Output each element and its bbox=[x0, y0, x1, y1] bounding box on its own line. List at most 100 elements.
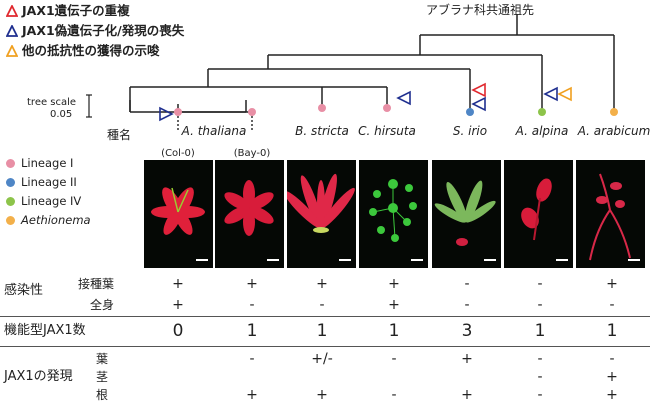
cell: + bbox=[316, 276, 328, 292]
cell: + bbox=[606, 369, 618, 385]
species-header: 種名 bbox=[107, 128, 132, 142]
legend-label: JAX1偽遺伝子化/発現の喪失 bbox=[22, 23, 185, 38]
plant-photo-bay0 bbox=[215, 160, 284, 268]
tip-athaliana-bay bbox=[248, 108, 256, 116]
expression-leaf-label: 葉 bbox=[96, 352, 109, 366]
cell: + bbox=[461, 387, 473, 403]
cell: + bbox=[246, 276, 258, 292]
cell: - bbox=[537, 369, 543, 385]
cell: 1 bbox=[606, 321, 618, 341]
species-bstricta: B. stricta bbox=[295, 124, 349, 138]
legend-duplication: JAX1遺伝子の重複 bbox=[5, 3, 130, 19]
plant-photo-sirio bbox=[432, 160, 501, 268]
plant-photo-aalpina bbox=[504, 160, 573, 268]
cell: + bbox=[461, 351, 473, 367]
cell: - bbox=[609, 297, 615, 313]
lineage-item: Aethionema bbox=[6, 213, 91, 227]
pseudogene-triangle-icon bbox=[396, 90, 411, 106]
phylogenetic-tree bbox=[129, 14, 618, 130]
other-resistance-triangle-icon bbox=[557, 86, 572, 102]
cell: 1 bbox=[246, 321, 258, 341]
cell: + bbox=[172, 297, 184, 313]
orange-triangle-icon bbox=[5, 43, 19, 57]
plant-photo-col0 bbox=[144, 160, 213, 268]
cell: - bbox=[537, 387, 543, 403]
duplication-triangle-icon bbox=[471, 82, 486, 98]
lineage-dot bbox=[6, 197, 15, 206]
tree-scale-value: 0.05 bbox=[50, 109, 73, 120]
expression-root-label: 根 bbox=[96, 388, 109, 402]
cell: - bbox=[249, 297, 255, 313]
tip-sirio bbox=[466, 108, 474, 116]
cell: - bbox=[391, 351, 397, 367]
tip-athaliana-col bbox=[174, 108, 182, 116]
expression-stem-label: 茎 bbox=[96, 370, 109, 384]
accession-bay0: (Bay-0) bbox=[233, 148, 271, 159]
cell: 1 bbox=[316, 321, 328, 341]
lineage-item: Lineage I bbox=[6, 156, 73, 170]
plant-photo-chirsuta bbox=[359, 160, 428, 268]
species-sirio: S. irio bbox=[452, 124, 488, 138]
cell: 0 bbox=[172, 321, 184, 341]
cell: - bbox=[319, 297, 325, 313]
systemic-label: 全身 bbox=[90, 298, 115, 312]
expression-label: JAX1の発現 bbox=[4, 369, 73, 384]
cell: + bbox=[388, 297, 400, 313]
species-chirsuta: C. hirsuta bbox=[358, 124, 416, 138]
row-divider bbox=[0, 346, 650, 347]
tip-aarabicum bbox=[610, 108, 618, 116]
lineage-label: Aethionema bbox=[21, 213, 91, 227]
blue-triangle-icon bbox=[5, 23, 19, 37]
row-divider bbox=[0, 316, 650, 317]
tree-scale-bar bbox=[86, 94, 92, 118]
legend-other-resistance: 他の抵抗性の獲得の示唆 bbox=[5, 43, 160, 59]
cell: - bbox=[464, 276, 470, 292]
plant-photo-aarabicum bbox=[576, 160, 645, 268]
cell: - bbox=[537, 276, 543, 292]
cell: + bbox=[606, 276, 618, 292]
lineage-label: Lineage II bbox=[21, 175, 77, 189]
cell: - bbox=[464, 297, 470, 313]
cell: + bbox=[246, 387, 258, 403]
lineage-dot bbox=[6, 159, 15, 168]
cell: - bbox=[537, 297, 543, 313]
tree-scale-label: tree scale bbox=[27, 97, 77, 108]
pseudogene-triangle-icon bbox=[471, 96, 486, 112]
lineage-item: Lineage IV bbox=[6, 194, 81, 208]
lineage-label: Lineage IV bbox=[21, 194, 82, 208]
legend-label: 他の抵抗性の獲得の示唆 bbox=[22, 43, 160, 58]
tip-chirsuta bbox=[383, 104, 391, 112]
cell: + bbox=[388, 276, 400, 292]
red-triangle-icon bbox=[5, 3, 19, 17]
cell: + bbox=[606, 387, 618, 403]
pseudogene-triangle-icon bbox=[543, 86, 558, 102]
lineage-dot bbox=[6, 178, 15, 187]
cell: - bbox=[391, 387, 397, 403]
cell: +/- bbox=[311, 351, 333, 367]
inoculated-leaf-label: 接種葉 bbox=[78, 277, 115, 291]
cell: - bbox=[609, 351, 615, 367]
cell: + bbox=[316, 387, 328, 403]
species-aalpina: A. alpina bbox=[515, 124, 569, 138]
plant-photo-bstricta bbox=[287, 160, 356, 268]
lineage-label: Lineage I bbox=[21, 156, 74, 170]
accession-col0: (Col-0) bbox=[161, 148, 195, 159]
lineage-item: Lineage II bbox=[6, 175, 77, 189]
species-athaliana: A. thaliana bbox=[181, 124, 247, 138]
cell: 1 bbox=[388, 321, 400, 341]
cell: - bbox=[249, 351, 255, 367]
legend-pseudogene: JAX1偽遺伝子化/発現の喪失 bbox=[5, 23, 185, 39]
legend-label: JAX1遺伝子の重複 bbox=[22, 3, 130, 18]
infection-label: 感染性 bbox=[4, 283, 44, 298]
cell: 1 bbox=[534, 321, 546, 341]
species-aarabicum: A. arabicum bbox=[577, 124, 650, 138]
tip-aalpina bbox=[538, 108, 546, 116]
root-ancestor-label: アブラナ科共通祖先 bbox=[426, 3, 535, 17]
cell: - bbox=[537, 351, 543, 367]
lineage-dot bbox=[6, 216, 15, 225]
cell: + bbox=[172, 276, 184, 292]
cell: 3 bbox=[461, 321, 473, 341]
pseudogene-triangle-icon bbox=[159, 106, 174, 122]
tip-bstricta bbox=[318, 104, 326, 112]
jax1-count-label: 機能型JAX1数 bbox=[4, 323, 86, 338]
